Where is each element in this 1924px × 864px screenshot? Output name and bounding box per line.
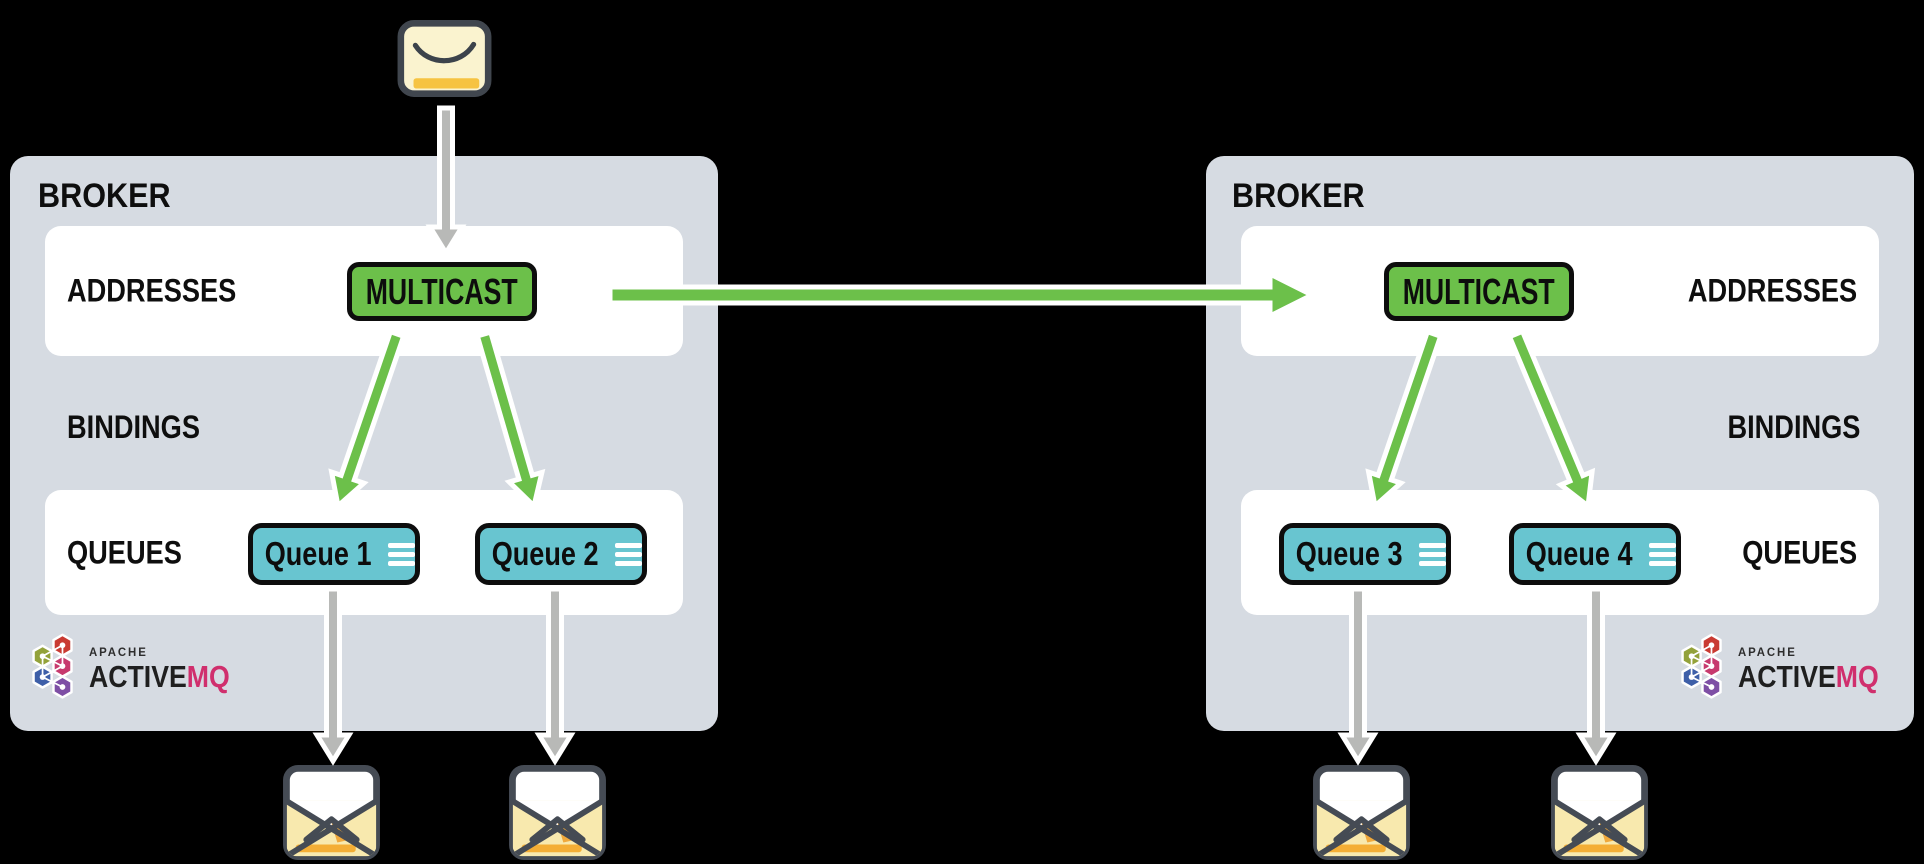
activemq-logo-text: APACHE ACTIVEMQ xyxy=(89,645,230,694)
queue-list-icon xyxy=(1648,542,1676,566)
queues-row: QUEUES Queue 1 Queue 2 xyxy=(45,490,683,615)
arrow-broker-to-broker xyxy=(607,269,1318,321)
bindings-label: BINDINGS xyxy=(67,409,200,445)
arrow-multicast-to-queue3 xyxy=(1365,328,1444,511)
arrow-multicast-to-queue1 xyxy=(328,328,407,511)
activemq-logo: APACHE ACTIVEMQ xyxy=(26,632,253,706)
queue-badge: Queue 1 xyxy=(248,523,420,585)
arrow-multicast-to-queue2 xyxy=(474,329,546,511)
broker-title: BROKER xyxy=(1232,177,1365,215)
queue-badge: Queue 2 xyxy=(475,523,647,585)
broker-box-left: BROKER ADDRESSES MULTICAST BINDINGS QUEU… xyxy=(10,156,718,731)
arrow-queue2-to-consumer xyxy=(534,586,576,766)
arrow-queue4-to-consumer xyxy=(1575,586,1617,766)
activemq-hexagon-icon xyxy=(1681,633,1723,699)
addresses-row: ADDRESSES MULTICAST xyxy=(45,226,683,356)
consumer-envelope-icon xyxy=(509,765,606,860)
consumer-envelope-icon xyxy=(1313,765,1410,860)
arrow-queue1-to-consumer xyxy=(312,586,354,766)
arrow-multicast-to-queue4 xyxy=(1506,328,1596,511)
queue-badge: Queue 4 xyxy=(1509,523,1681,585)
activemq-logo-text: APACHE ACTIVEMQ xyxy=(1738,645,1880,694)
arrow-queue3-to-consumer xyxy=(1337,586,1379,766)
queues-label: QUEUES xyxy=(67,534,182,570)
addresses-row: ADDRESSES MULTICAST xyxy=(1241,226,1879,356)
queue-list-icon xyxy=(387,542,415,566)
queue-list-icon xyxy=(1418,542,1446,566)
queues-label: QUEUES xyxy=(1742,534,1857,570)
arrow-producer-to-multicast xyxy=(425,105,467,258)
addresses-label: ADDRESSES xyxy=(67,272,237,309)
multicast-address-badge: MULTICAST xyxy=(347,262,537,321)
activemq-hexagon-icon xyxy=(32,633,73,699)
multicast-address-badge: MULTICAST xyxy=(1384,262,1574,321)
addresses-label: ADDRESSES xyxy=(1687,272,1857,309)
activemq-logo: APACHE ACTIVEMQ xyxy=(1675,632,1902,706)
queues-row: QUEUES Queue 3 Queue 4 xyxy=(1241,490,1879,615)
broker-title: BROKER xyxy=(38,177,171,215)
queue-list-icon xyxy=(614,542,642,566)
consumer-envelope-icon xyxy=(283,765,380,860)
producer-message-envelope-icon xyxy=(397,20,492,97)
queue-badge: Queue 3 xyxy=(1279,523,1451,585)
bindings-label: BINDINGS xyxy=(1727,409,1860,445)
consumer-envelope-icon xyxy=(1551,765,1648,860)
